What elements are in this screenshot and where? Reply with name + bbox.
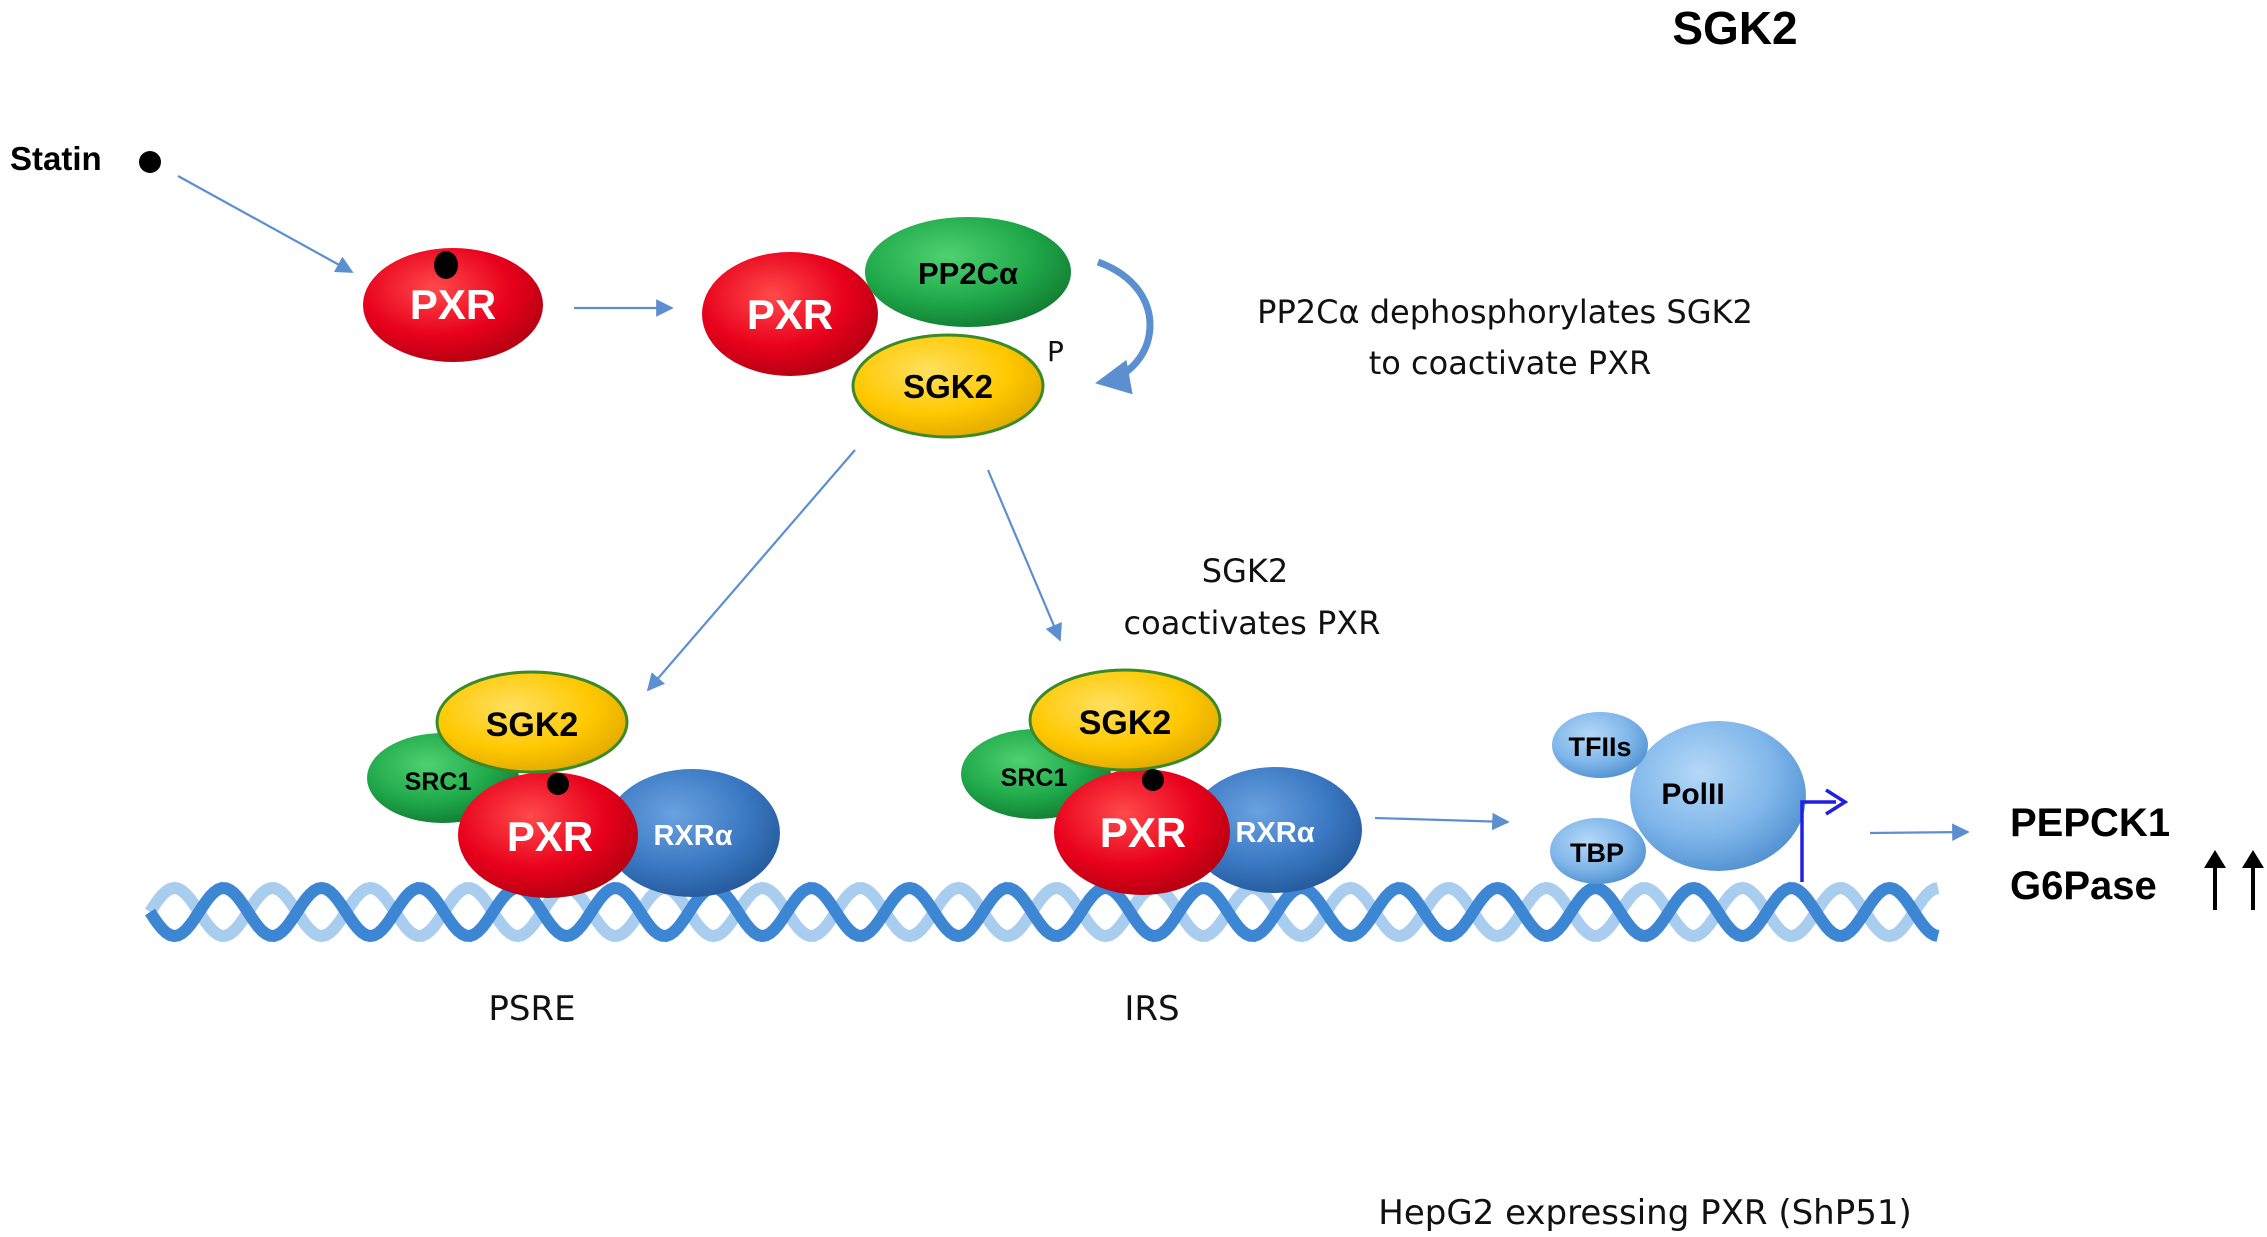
diagram-title: SGK2 [1672,2,1797,54]
pxr-pp2c-sgk2-complex: PXR PP2Cα SGK2 P [702,217,1071,439]
statin-arrow [177,175,354,273]
statin-molecule [139,151,161,173]
complex-to-psre-arrow [646,449,856,692]
dephosphorylation-curve-arrow [1095,258,1154,395]
polii-transcription-complex: PolII TFIIs TBP [1550,712,1849,884]
transcription-start-arrow [1800,800,1836,882]
rxra-label-1: RXRα [653,820,732,852]
polii-label: PolII [1661,778,1724,811]
statin-label: Statin [10,140,102,177]
polii-to-genes-arrow [1869,823,1970,841]
dna-strand-back [144,881,1940,943]
src1-label-1: SRC1 [405,768,472,796]
tfiis-label: TFIIs [1568,732,1631,762]
pxr-ligand-bound: PXR [363,248,543,362]
pxr-label-1: PXR [410,281,496,328]
pxr-label-3: PXR [507,813,593,860]
pxr-label-2: PXR [747,291,833,338]
irs-label: IRS [1124,989,1179,1029]
sgk2-label-1: SGK2 [903,368,993,405]
dna-strand-front [144,881,1940,943]
sgk2-annotation-line1: SGK2 [1202,552,1288,590]
complex-to-irs-arrow [986,469,1062,642]
psre-bound-complex: SRC1 RXRα PXR SGK2 [367,670,780,898]
upregulation-arrows-icon [2204,850,2264,910]
pxr-label-4: PXR [1100,809,1186,856]
tbp-label: TBP [1570,838,1624,868]
dna-double-helix [144,881,1940,943]
gene-g6pase: G6Pase [2010,864,2157,908]
irs-to-polii-arrow [1374,812,1510,831]
pp2c-annotation-line2: to coactivate PXR [1369,344,1652,382]
rxra-label-2: RXRα [1235,817,1314,849]
phospho-label: P [1047,335,1064,368]
irs-bound-complex: SRC1 RXRα PXR SGK2 [961,668,1362,895]
pp2ca-label: PP2Cα [918,256,1018,291]
cell-line-caption: HepG2 expressing PXR (ShP51) [1378,1193,1912,1233]
gene-pepck1: PEPCK1 [2010,801,2170,845]
sgk2-annotation-line2: coactivates PXR [1124,604,1381,642]
pp2c-annotation-line1: PP2Cα dephosphorylates SGK2 [1257,293,1753,331]
psre-label: PSRE [488,989,575,1029]
sgk2-label-3: SGK2 [1079,704,1172,742]
src1-label-2: SRC1 [1001,764,1068,792]
sgk2-label-2: SGK2 [486,706,579,744]
